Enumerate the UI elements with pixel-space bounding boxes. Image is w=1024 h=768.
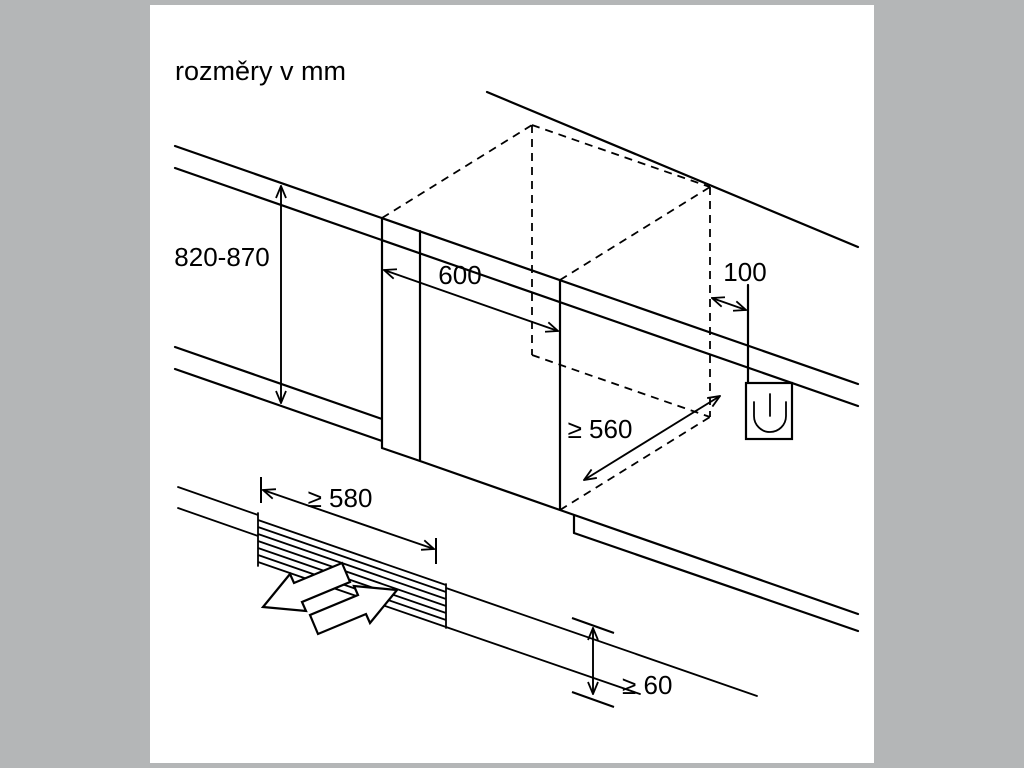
socket-glyph (753, 393, 787, 433)
plinth-strip-lines (177, 486, 758, 697)
plinth-height-ticks (571, 617, 615, 708)
niche-width-arrow (384, 270, 558, 331)
dimension-plinth-height: ≥ 60 (571, 617, 672, 708)
niche-height-label: 820-870 (174, 242, 269, 272)
remove-plinth-arrow-icon (260, 561, 352, 613)
dimension-socket-offset: 100 (712, 257, 767, 310)
plinth-detail (177, 486, 758, 697)
plinth-width-label: ≥ 580 (308, 483, 373, 513)
plinth-height-label: ≥ 60 (622, 670, 672, 700)
cabinet-structure-lines (173, 90, 860, 633)
niche-depth-label: ≥ 560 (568, 414, 633, 444)
dimension-plinth-width: ≥ 580 (260, 477, 437, 564)
niche-depth-arrow (584, 396, 720, 480)
socket-offset-label: 100 (723, 257, 766, 287)
power-socket-icon (744, 381, 794, 441)
insert-plinth-arrow-icon (308, 584, 400, 636)
dimension-niche-depth: ≥ 560 (568, 396, 720, 480)
dimension-niche-height: 820-870 (174, 186, 281, 403)
niche-width-label: 600 (438, 260, 481, 290)
plinth-width-arrow (263, 490, 434, 549)
dimension-niche-width: 600 (384, 260, 558, 331)
worktop-and-niche-lines (173, 90, 860, 633)
diagram-title: rozměry v mm (175, 56, 346, 86)
socket-offset-arrow (712, 298, 746, 310)
